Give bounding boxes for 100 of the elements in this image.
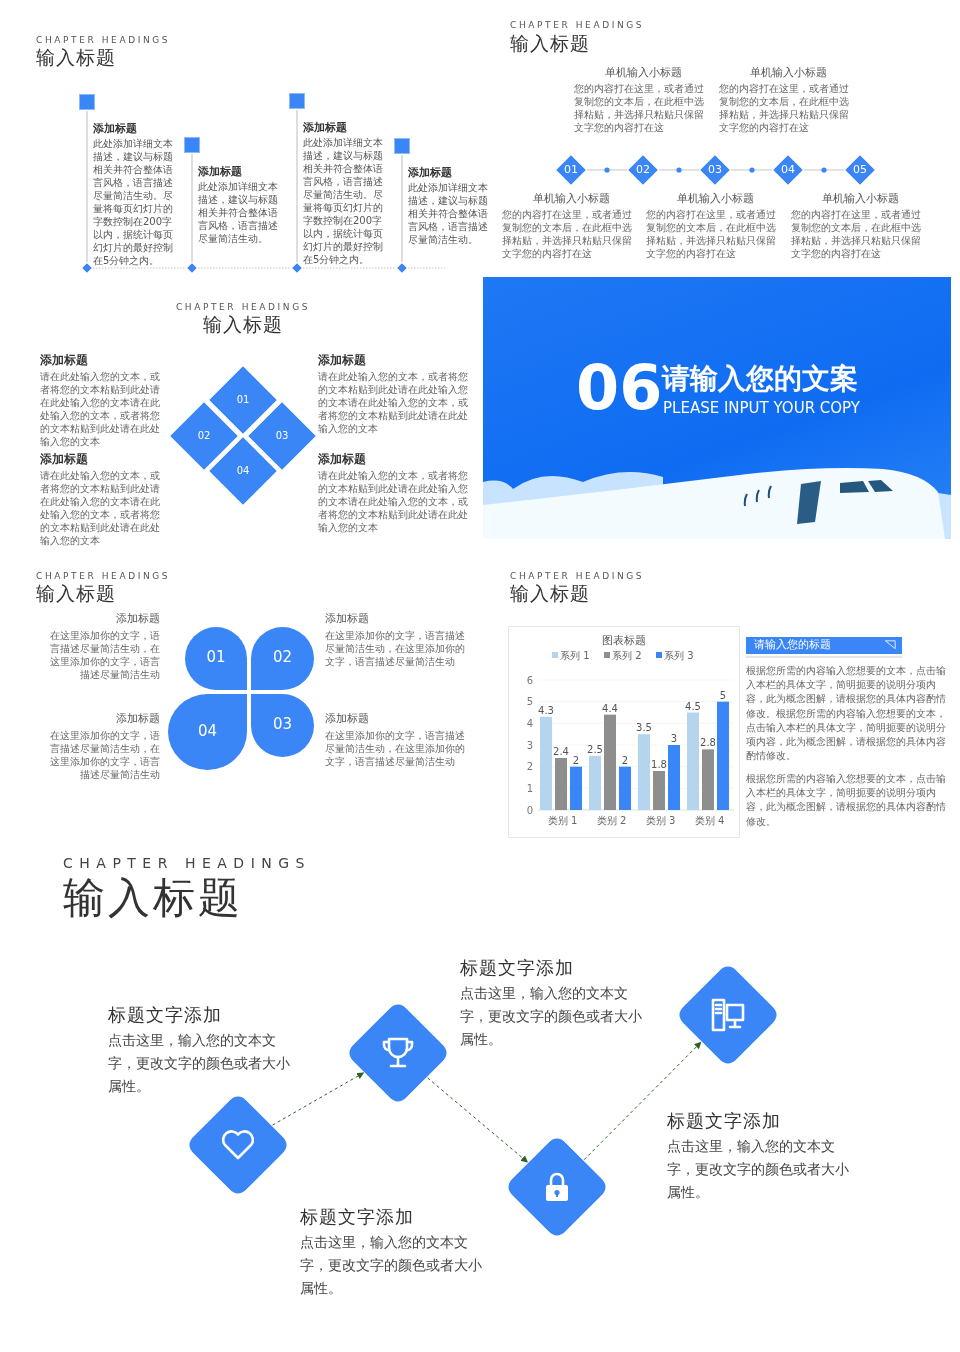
item-description: 此处添加详细文本描述，建议与标题相关并符合整体语言风格，语言描述尽量简洁生动。 — [408, 181, 489, 246]
body-paragraph: 根据您所需的内容输入您想要的文本，点击输入本栏的具体文字，简明扼要的说明分项内容，此为概念图解，请根据您的具体内容酌情修改。根据您所需的内容输入您想要的文本，点击输入本栏的具体文字，简明扼要的说明分项内容，此为概念图解，请根据您的具体内容酌情修改。 — [746, 664, 947, 764]
step-number: 01 — [205, 650, 227, 666]
item-description: 此处添加详细文本描述，建议与标题相关并符合整体语言风格，语言描述尽量简洁生动。 — [198, 180, 279, 245]
axis-tick-label: 2 — [526, 761, 533, 773]
title-bar — [746, 637, 902, 654]
item-heading: 单机输入小标题 — [603, 66, 683, 81]
section-kicker: CHAPTER HEADINGS — [63, 855, 311, 872]
item-heading: 添加标题 — [40, 452, 89, 467]
banner-background — [483, 277, 951, 539]
step-number: 02 — [271, 650, 294, 666]
step-number: 03 — [274, 430, 290, 441]
diamond-shape — [292, 263, 302, 273]
diamond-shape — [845, 155, 875, 185]
data-label: 1.8 — [651, 759, 667, 770]
item-heading: 标题文字添加 — [108, 1004, 222, 1027]
section-kicker: CHAPTER HEADINGS — [36, 35, 171, 46]
item-description: 请在此处输入您的文本，或者将您的文本粘贴到此处请在此处输入您的文本请在此处输入您的文本，或者将您的文本粘贴到此处请在此处输入您的文本 — [40, 370, 161, 448]
section-kicker: CHAPTER HEADINGS — [510, 20, 645, 31]
slide-title: 输入标题 — [202, 313, 284, 336]
slide-heading: 请输入您的文案 — [662, 365, 858, 393]
axis-tick-label: 6 — [526, 674, 533, 686]
slide-title: 输入标题 — [63, 873, 243, 924]
slide-title: 输入标题 — [510, 582, 590, 605]
category-label: 类别 3 — [645, 815, 676, 826]
step-number: 03 — [707, 163, 723, 175]
diamond-shape — [187, 263, 197, 273]
item-heading: 添加标题 — [93, 122, 138, 136]
category-label: 类别 2 — [596, 815, 627, 826]
item-description: 在这里添加你的文字，语言描述尽量简洁生动，在这里添加你的文字，语言描述尽量简洁生动 — [325, 629, 466, 668]
data-label: 2 — [572, 754, 580, 766]
diamond-shape — [700, 155, 730, 185]
step-number: 04 — [780, 163, 796, 175]
item-heading: 添加标题 — [318, 452, 367, 467]
arrow — [583, 1041, 702, 1161]
item-description: 请在此处输入您的文本，或者将您的文本粘贴到此处请在此处输入您的文本请在此处输入您的文本，或者将您的文本粘贴到此处请在此处输入您的文本 — [40, 469, 161, 547]
item-heading: 标题文字添加 — [300, 1206, 414, 1229]
item-description: 您的内容打在这里，或者通过复制您的文本后，在此框中选择粘贴，并选择只粘贴只保留文字您的内容打在这 — [791, 208, 922, 260]
connector-line — [296, 109, 298, 263]
step-number: 04 — [196, 723, 219, 739]
diamond-shape — [82, 263, 92, 273]
item-heading: 标题文字添加 — [460, 957, 574, 980]
item-description: 您的内容打在这里，或者通过复制您的文本后，在此框中选择粘贴，并选择只粘贴只保留文字您的内容打在这 — [502, 208, 633, 260]
slide-subheading: PLEASE INPUT YOUR COPY — [663, 401, 860, 416]
connector-line — [191, 153, 193, 263]
step-number: 04 — [235, 465, 251, 476]
axis-tick-label: 0 — [526, 804, 533, 816]
connector-line — [401, 154, 403, 263]
item-heading: 添加标题 — [318, 353, 367, 368]
step-number: 02 — [196, 430, 212, 441]
axis-tick-label: 3 — [526, 739, 533, 751]
item-description: 点击这里，输入您的文本文字，更改文字的颜色或者大小属性。 — [667, 1137, 849, 1202]
item-heading: 添加标题 — [303, 121, 348, 135]
data-label: 2.8 — [700, 737, 716, 749]
slide-title: 输入标题 — [510, 32, 590, 55]
legend-label: 系列 3 — [664, 649, 694, 661]
data-label: 3.5 — [636, 722, 652, 734]
square-marker — [289, 93, 305, 109]
axis-tick-label: 5 — [526, 696, 533, 708]
item-heading: 单机输入小标题 — [820, 192, 900, 207]
diamond-shape — [209, 437, 277, 505]
item-heading: 添加标题 — [325, 612, 370, 627]
item-heading: 添加标题 — [408, 166, 453, 180]
item-heading: 添加标题 — [40, 353, 89, 368]
data-label: 2.5 — [587, 743, 603, 755]
section-kicker: CHAPTER HEADINGS — [174, 302, 312, 313]
item-description: 您的内容打在这里，或者通过复制您的文本后，在此框中选择粘贴，并选择只粘贴只保留文字您的内容打在这 — [646, 208, 777, 260]
item-heading: 添加标题 — [115, 612, 160, 627]
item-heading: 添加标题 — [325, 712, 370, 727]
item-description: 在这里添加你的文字，语言描述尽量简洁生动，在这里添加你的文字，语言描述尽量简洁生动 — [49, 729, 160, 781]
step-number: 03 — [271, 717, 294, 733]
item-description: 请在此处输入您的文本，或者将您的文本粘贴到此处请在此处输入您的文本请在此处输入您的文本，或者将您的文本粘贴到此处请在此处输入您的文本 — [318, 370, 469, 435]
data-label: 4.3 — [538, 704, 554, 716]
category-label: 类别 1 — [547, 815, 578, 826]
item-description: 点击这里，输入您的文本文字，更改文字的颜色或者大小属性。 — [108, 1031, 290, 1096]
item-description: 在这里添加你的文字，语言描述尽量简洁生动，在这里添加你的文字，语言描述尽量简洁生动 — [49, 629, 160, 681]
item-description: 点击这里，输入您的文本文字，更改文字的颜色或者大小属性。 — [460, 984, 642, 1049]
square-marker — [394, 138, 410, 154]
square-marker — [79, 94, 95, 110]
slide-title: 输入标题 — [36, 582, 116, 605]
step-number: 02 — [635, 163, 651, 175]
arrow — [427, 1077, 528, 1163]
chart-title: 图表标题 — [602, 634, 646, 647]
data-label: 2.4 — [553, 746, 569, 757]
item-heading: 标题文字添加 — [667, 1110, 781, 1133]
item-heading: 添加标题 — [115, 712, 160, 727]
arrow — [272, 1072, 365, 1126]
item-heading: 添加标题 — [198, 165, 243, 179]
bar-title: 请输入您的标题 — [754, 638, 831, 652]
step-number: 01 — [235, 394, 251, 405]
data-label: 3 — [670, 733, 678, 744]
item-description: 在这里添加你的文字，语言描述尽量简洁生动，在这里添加你的文字，语言描述尽量简洁生动 — [325, 729, 466, 768]
diamond-shape — [248, 402, 316, 470]
section-kicker: CHAPTER HEADINGS — [510, 571, 645, 582]
data-label: 4.5 — [685, 700, 701, 712]
slide-title: 输入标题 — [36, 46, 116, 69]
item-description: 您的内容打在这里，或者通过复制您的文本后，在此框中选择粘贴，并选择只粘贴只保留文字您的内容打在这 — [719, 82, 850, 134]
step-number: 01 — [563, 163, 579, 175]
axis-tick-label: 1 — [526, 782, 533, 794]
square-marker — [184, 137, 200, 153]
